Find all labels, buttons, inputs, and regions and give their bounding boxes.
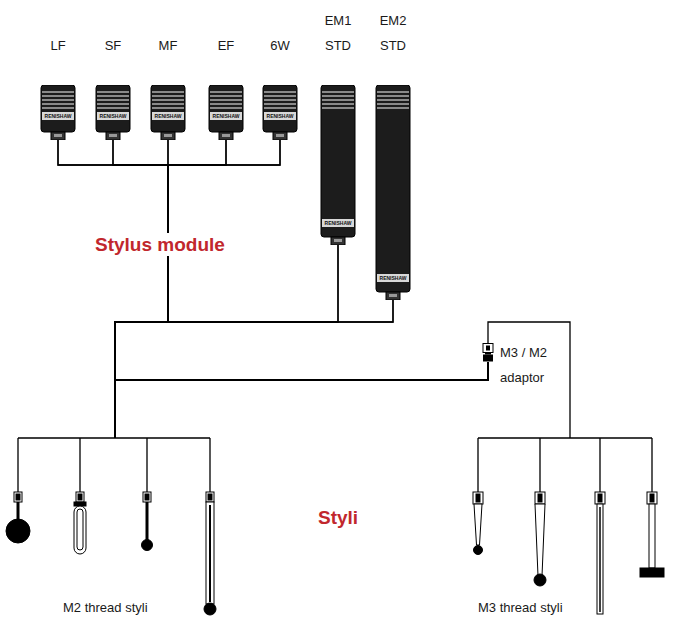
module-label: EF [218, 33, 235, 58]
connector-line [115, 140, 168, 438]
connector-line [115, 140, 488, 380]
thread-adaptor: M3 / M2 adaptor [482, 343, 494, 362]
section-title: Styli [318, 508, 358, 527]
connector-line [115, 140, 280, 438]
module-drawing [148, 85, 188, 140]
module-drawing [206, 85, 246, 140]
connector-line [58, 140, 168, 438]
module-label: SF [105, 33, 122, 58]
connector-line [115, 300, 488, 380]
stylus-module: MF [148, 33, 188, 140]
section-title: Stylus module [92, 233, 228, 256]
connector-line [488, 322, 570, 438]
stylus-module: EF [206, 33, 246, 140]
module-drawing [93, 85, 133, 140]
connector-line [115, 300, 393, 438]
module-label: EM2 STD [380, 8, 407, 58]
styli-bus [18, 438, 652, 492]
adaptor-label: M3 / M2 adaptor [500, 340, 556, 390]
styli-group: M2 thread styli [8, 438, 222, 618]
group-label: M3 thread styli [478, 600, 563, 616]
extension-module: EM1 STD [318, 8, 358, 245]
brand-mark: RENISHAW [100, 114, 127, 119]
m3-styli [473, 492, 664, 614]
brand-mark: RENISHAW [380, 276, 407, 281]
connector-line [115, 245, 488, 380]
connector-line [115, 140, 488, 380]
connector-line [115, 245, 338, 438]
stylus-module: LF [38, 33, 78, 140]
stylus-module: 6W [260, 33, 300, 140]
m2-styli [6, 492, 216, 615]
connector-line [113, 140, 168, 438]
module-drawing [373, 85, 413, 300]
styli-group: M3 thread styli [470, 438, 670, 618]
connector-line [58, 140, 488, 380]
module-label: LF [50, 33, 65, 58]
connector-line [115, 140, 488, 380]
brand-mark: RENISHAW [155, 114, 182, 119]
module-drawing [260, 85, 300, 140]
group-label: M2 thread styli [63, 600, 148, 616]
connector-line [113, 140, 488, 380]
brand-mark: RENISHAW [325, 221, 352, 226]
module-label: 6W [270, 33, 290, 58]
adaptor-drawing [482, 343, 494, 362]
module-drawing [38, 85, 78, 140]
brand-mark: RENISHAW [213, 114, 240, 119]
module-label: EM1 STD [325, 8, 352, 58]
extension-module: EM2 STD [373, 8, 413, 300]
connector-line [115, 140, 226, 438]
module-label: MF [159, 33, 178, 58]
stylus-module: SF [93, 33, 133, 140]
brand-mark: RENISHAW [267, 114, 294, 119]
brand-mark: RENISHAW [45, 114, 72, 119]
